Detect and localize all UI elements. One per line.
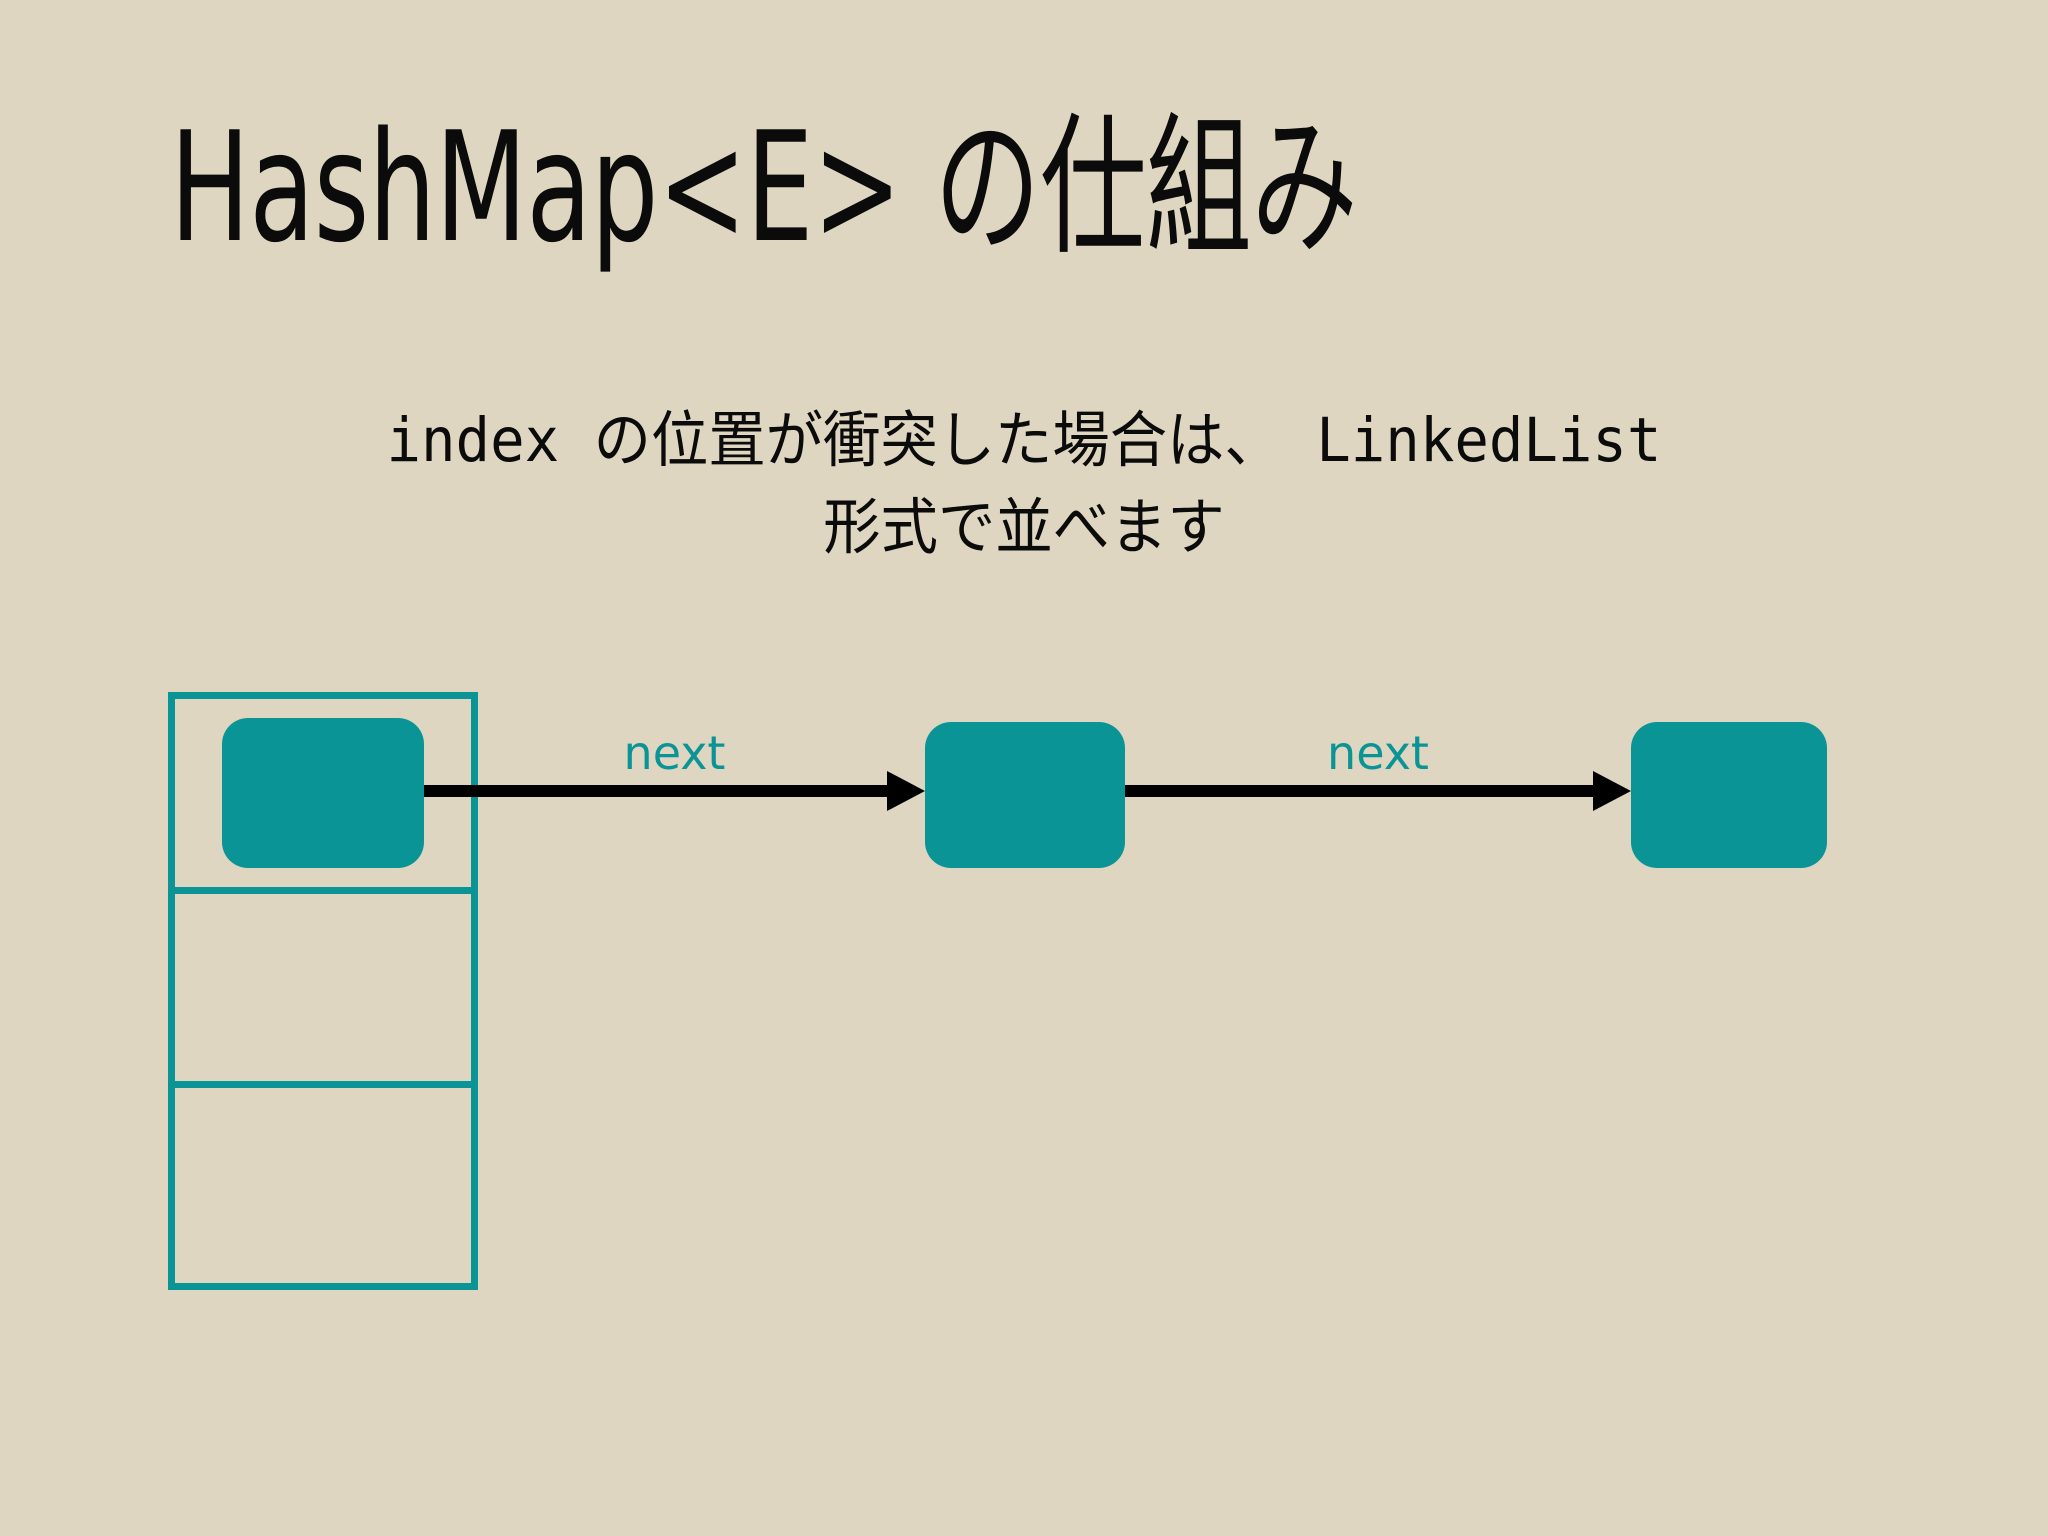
list-node-0 — [222, 718, 424, 868]
next-arrow-icon-2 — [1125, 771, 1631, 811]
arrow-shaft — [424, 785, 887, 797]
arrow-label-next-1: next — [623, 726, 726, 780]
bucket-cell-2 — [175, 1088, 471, 1283]
bucket-cell-1 — [175, 894, 471, 1089]
subtitle: index の位置が衝突した場合は、 LinkedList 形式で並べます — [61, 398, 1986, 571]
list-node-1 — [925, 722, 1125, 868]
arrow-head — [887, 771, 925, 811]
bucket-array-table — [168, 692, 478, 1290]
page-title: HashMap<E> の仕組み — [170, 99, 1358, 276]
arrow-head — [1593, 771, 1631, 811]
subtitle-line-1: index の位置が衝突した場合は、 LinkedList — [386, 405, 1662, 476]
next-arrow-icon-1 — [424, 771, 925, 811]
arrow-shaft — [1125, 785, 1593, 797]
bucket-cell-0 — [175, 699, 471, 894]
list-node-2 — [1631, 722, 1827, 868]
arrow-label-next-2: next — [1327, 726, 1429, 780]
subtitle-line-2: 形式で並べます — [823, 491, 1225, 563]
